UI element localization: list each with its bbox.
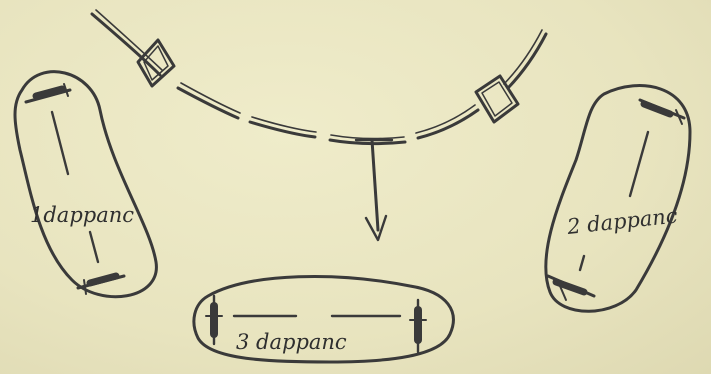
group-3-label: 3 dappanc — [236, 330, 347, 354]
lattice-marker-icon — [136, 38, 176, 88]
machine-gun-icon — [205, 294, 223, 346]
group-1: 1dappanc — [13, 70, 158, 299]
machine-gun-icon — [24, 83, 72, 104]
lattice-marker-icon — [474, 74, 520, 124]
group-2-outline — [544, 84, 692, 313]
arrow-down-icon — [354, 138, 394, 242]
group-1-label: 1dappanc — [30, 203, 134, 227]
front-line-outer — [90, 12, 548, 146]
group-1-outline — [13, 70, 158, 299]
machine-gun-icon — [546, 274, 596, 301]
machine-gun-icon — [638, 98, 686, 125]
machine-gun-icon — [409, 298, 427, 354]
group-2-label: 2 dappanc — [565, 204, 679, 240]
front-line — [90, 9, 548, 146]
front-line-inner — [95, 9, 543, 140]
group-3-outline — [192, 275, 455, 364]
group-2: 2 dappanc — [544, 84, 692, 313]
machine-gun-icon — [76, 272, 126, 295]
group-3: 3 dappanc — [192, 275, 455, 364]
